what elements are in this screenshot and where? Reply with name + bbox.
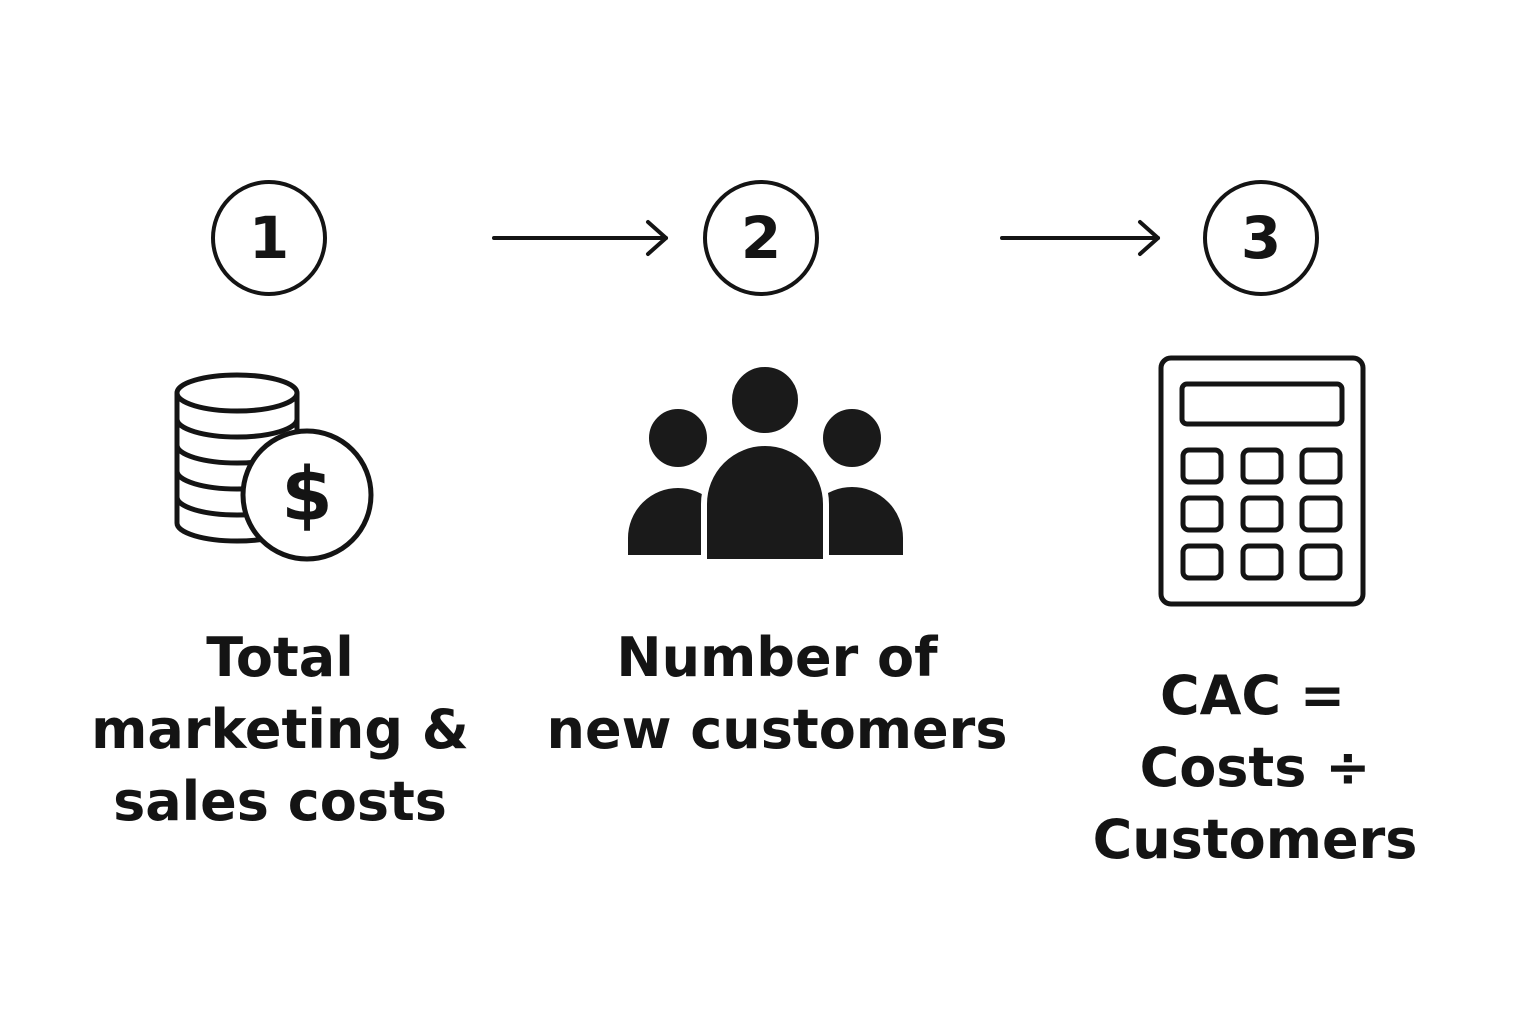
step-3-number-circle: 3	[1203, 180, 1319, 296]
step-1-number-circle: 1	[211, 180, 327, 296]
step-2-number: 2	[740, 204, 782, 272]
step-1-label-line-2: marketing &	[91, 698, 469, 761]
coins-dollar-icon: $	[174, 372, 374, 562]
svg-text:$: $	[281, 452, 333, 538]
step-2-label: Number of new customers	[537, 622, 1017, 766]
step-3-label-line-2: Costs ÷	[1139, 736, 1371, 799]
step-3-label-line-1: CAC =	[1160, 664, 1346, 727]
step-1-number: 1	[248, 204, 290, 272]
people-group-icon	[622, 361, 909, 565]
step-3-label: CAC = Costs ÷ Customers	[1065, 660, 1445, 876]
arrow-right-icon	[1000, 220, 1160, 256]
step-3-label-line-3: Customers	[1092, 808, 1418, 871]
step-2-number-circle: 2	[703, 180, 819, 296]
step-2-label-line-1: Number of	[616, 626, 938, 689]
calculator-icon	[1158, 355, 1366, 607]
arrow-right-icon	[492, 220, 668, 256]
step-3-number: 3	[1240, 204, 1282, 272]
step-1-label: Total marketing & sales costs	[80, 622, 480, 838]
step-2-label-line-2: new customers	[546, 698, 1008, 761]
step-1-label-line-1: Total	[206, 626, 354, 689]
step-1-label-line-3: sales costs	[113, 770, 447, 833]
